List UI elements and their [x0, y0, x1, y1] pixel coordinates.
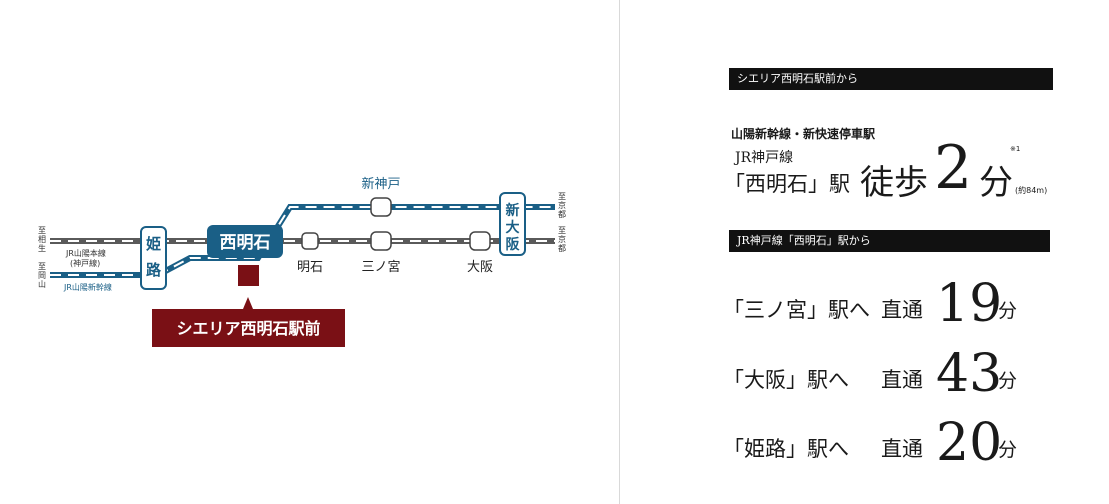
- station-marker-shin-kobe: [370, 197, 392, 217]
- route-minutes: 43: [936, 344, 1003, 404]
- station-label-nishi-akashi: 西明石: [220, 233, 271, 253]
- station-label-akashi: 明石: [297, 260, 323, 275]
- walk-label: 徒歩: [860, 163, 928, 203]
- line-label-sanyo-sub: (神戸線): [70, 258, 100, 268]
- route-unit: 分: [998, 300, 1018, 322]
- station-marker-sannomiya: [370, 231, 392, 251]
- station-label-himeji-2: 路: [146, 261, 162, 279]
- direction-left-top-1: 至: [38, 226, 46, 235]
- direction-right-top-3: 都: [558, 210, 566, 219]
- line-description: 山陽新幹線・新快速停車駅: [731, 127, 876, 141]
- route-dest: 「三ノ宮」駅へ: [723, 298, 870, 322]
- direction-right-top-1: 至: [558, 192, 566, 201]
- origin-pointer: [243, 297, 253, 309]
- direction-right-bottom-3: 都: [558, 244, 566, 253]
- direction-left-bottom-2: 岡: [38, 271, 46, 280]
- station-label-sannomiya: 三ノ宮: [361, 259, 400, 275]
- direction-right-bottom: 至 京 都: [558, 226, 566, 253]
- route-type: 直通: [881, 437, 923, 461]
- route-minutes: 19: [936, 274, 1003, 334]
- line-label-sanyo: JR山陽本線: [65, 248, 106, 258]
- route-map: 姫 路 西明石 新 大 阪 明石 三ノ宮 大阪 新神戸 JR山陽本線 (神戸線)…: [38, 176, 566, 347]
- origin-label: シエリア西明石駅前: [176, 319, 320, 338]
- direction-left-top-3: 生: [38, 243, 46, 253]
- direction-left-bottom-1: 至: [38, 262, 46, 271]
- walk-distance: (約84m): [1015, 186, 1048, 195]
- station-label-shin-osaka-1: 新: [506, 202, 520, 219]
- direction-right-bottom-2: 京: [558, 234, 566, 244]
- walk-note-mark: ※1: [1010, 145, 1021, 153]
- panel-divider: [619, 0, 620, 504]
- direction-right-top-2: 京: [558, 200, 566, 210]
- direction-left-top-2: 相: [38, 234, 46, 244]
- route-unit: 分: [998, 439, 1018, 461]
- route-minutes: 20: [936, 413, 1003, 473]
- station-marker-osaka: [469, 231, 491, 251]
- station-label-osaka: 大阪: [467, 260, 493, 275]
- direction-left-bottom-3: 山: [38, 279, 46, 289]
- station-name: 「西明石」駅: [724, 172, 850, 196]
- origin-marker-square: [238, 265, 259, 286]
- walk-unit: 分: [979, 163, 1013, 203]
- station-marker-akashi: [301, 232, 319, 250]
- direction-left-bottom: 至 岡 山: [38, 262, 46, 289]
- route-dest: 「大阪」駅へ: [723, 368, 849, 392]
- route-dest: 「姫路」駅へ: [723, 437, 849, 461]
- route-type: 直通: [881, 368, 923, 392]
- station-box-shin-osaka: [499, 192, 526, 256]
- route-unit: 分: [998, 370, 1018, 392]
- line-name: JR神戸線: [735, 150, 794, 166]
- station-box-himeji: [140, 226, 167, 290]
- direction-right-top: 至 京 都: [558, 192, 566, 219]
- station-label-himeji-1: 姫: [146, 235, 161, 253]
- station-box-nishi-akashi: [207, 225, 283, 258]
- station-label-shin-osaka-3: 阪: [506, 237, 521, 253]
- direction-right-bottom-1: 至: [558, 226, 566, 235]
- route-type: 直通: [881, 298, 923, 322]
- line-label-shinkansen: JR山陽新幹線: [63, 282, 112, 292]
- direction-left-top: 至 相 生: [38, 226, 46, 253]
- section-bar-from-home: シエリア西明石駅前から: [729, 68, 1053, 90]
- station-label-shin-osaka-2: 大: [506, 219, 520, 236]
- origin-label-box: [152, 309, 345, 347]
- section-bar-from-station: JR神戸線「西明石」駅から: [729, 230, 1050, 252]
- station-label-shin-kobe: 新神戸: [361, 176, 400, 192]
- walk-minutes: 2: [934, 133, 973, 203]
